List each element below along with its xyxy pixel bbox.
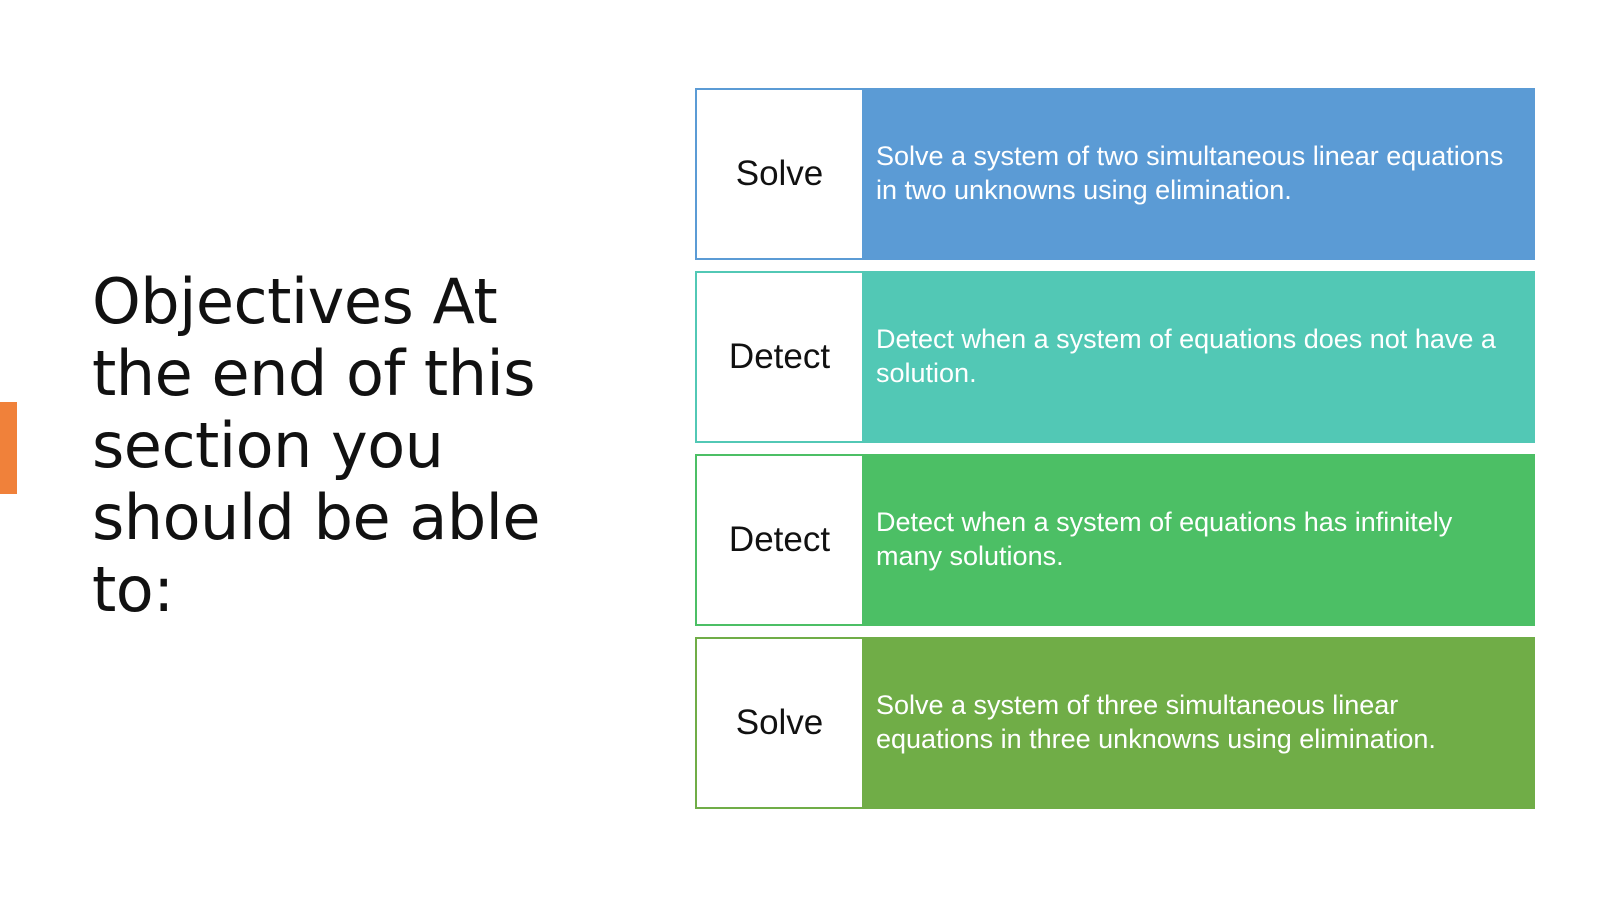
accent-bar (0, 402, 17, 494)
objective-description: Solve a system of three simultaneous lin… (862, 637, 1535, 809)
objectives-list: Solve Solve a system of two simultaneous… (695, 88, 1535, 809)
objective-description: Detect when a system of equations does n… (862, 271, 1535, 443)
objective-verb: Solve (695, 88, 862, 260)
objective-description: Detect when a system of equations has in… (862, 454, 1535, 626)
objective-verb: Detect (695, 454, 862, 626)
objective-description: Solve a system of two simultaneous linea… (862, 88, 1535, 260)
objective-row: Detect Detect when a system of equations… (695, 271, 1535, 443)
objective-row: Solve Solve a system of two simultaneous… (695, 88, 1535, 260)
objective-verb: Detect (695, 271, 862, 443)
objective-row: Solve Solve a system of three simultaneo… (695, 637, 1535, 809)
objective-verb: Solve (695, 637, 862, 809)
objective-row: Detect Detect when a system of equations… (695, 454, 1535, 626)
slide-title: Objectives At the end of this section yo… (92, 265, 541, 626)
